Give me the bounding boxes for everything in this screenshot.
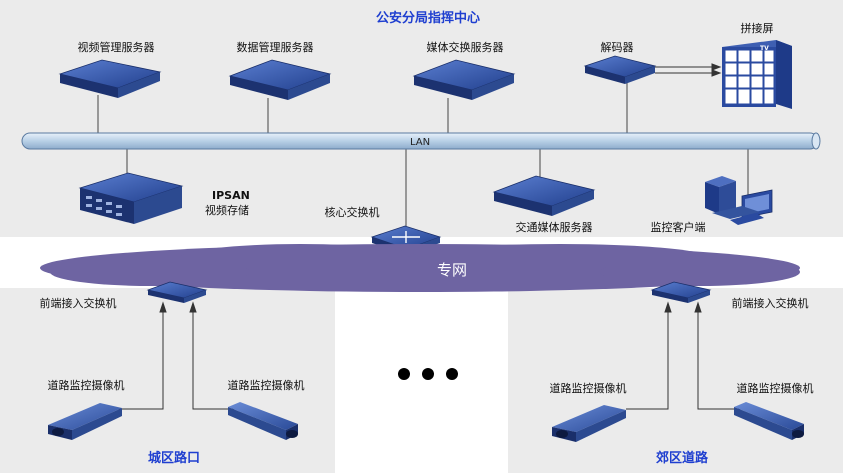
left-site-panel [0, 288, 335, 473]
left-camera-a-label: 道路监控摄像机 [48, 378, 125, 392]
video-wall: 拼接屏 TV [722, 21, 792, 109]
monitor-client-label: 监控客户端 [651, 220, 706, 234]
ipsan-storage: IPSAN 视频存储 [78, 172, 250, 224]
tv-label: TV [760, 45, 769, 52]
right-site-links [626, 301, 744, 410]
server-connector-lines [97, 80, 749, 228]
decoder-label: 解码器 [601, 40, 634, 54]
ipsan-desc: 视频存储 [205, 203, 249, 217]
right-site: 前端接入交换机 道路监控摄像机 道路监控摄像机 郊区道路 [550, 281, 814, 466]
right-camera-b-icon [734, 402, 804, 440]
monitor-client: 监控客户端 [651, 176, 773, 234]
decoder: 解码器 [583, 40, 657, 84]
right-camera-b-label: 道路监控摄像机 [737, 381, 814, 395]
traffic-media-server: 交通媒体服务器 [492, 175, 596, 234]
video-wall-label: 拼接屏 [741, 21, 774, 35]
diagram-title: 公安分局指挥中心 [376, 10, 480, 26]
left-site-links [118, 301, 238, 410]
private-network-label: 专网 [437, 261, 467, 279]
core-switch-arrows-icon [392, 231, 420, 243]
right-switch-label: 前端接入交换机 [732, 296, 809, 310]
video-management-server: 视频管理服务器 [58, 40, 162, 98]
right-site-panel [508, 288, 843, 473]
data-management-server-label: 数据管理服务器 [237, 40, 314, 54]
left-site: 前端接入交换机 道路监控摄像机 道路监控摄像机 城区路口 [40, 281, 305, 466]
video-management-server-label: 视频管理服务器 [78, 40, 155, 54]
media-switch-server-label: 媒体交换服务器 [427, 40, 504, 54]
left-camera-b-icon [228, 402, 298, 440]
more-sites-ellipsis [398, 368, 458, 380]
data-management-server: 数据管理服务器 [228, 40, 332, 100]
right-camera-a-label: 道路监控摄像机 [550, 381, 627, 395]
right-site-name: 郊区道路 [656, 450, 709, 466]
ipsan-name: IPSAN [212, 189, 250, 202]
lan-label: LAN [410, 137, 430, 148]
left-camera-b-label: 道路监控摄像机 [228, 378, 305, 392]
traffic-media-server-label: 交通媒体服务器 [516, 220, 593, 234]
lan-bus: LAN [21, 132, 821, 150]
right-camera-a-icon [552, 405, 626, 442]
decoder-to-wall-arrows [655, 63, 722, 77]
left-camera-a-icon [48, 403, 122, 440]
media-switch-server: 媒体交换服务器 [412, 40, 516, 100]
left-site-name: 城区路口 [148, 450, 200, 466]
left-switch-label: 前端接入交换机 [40, 296, 117, 310]
core-switch-label: 核心交换机 [325, 205, 380, 219]
private-network-cloud: 专网 [40, 244, 800, 292]
